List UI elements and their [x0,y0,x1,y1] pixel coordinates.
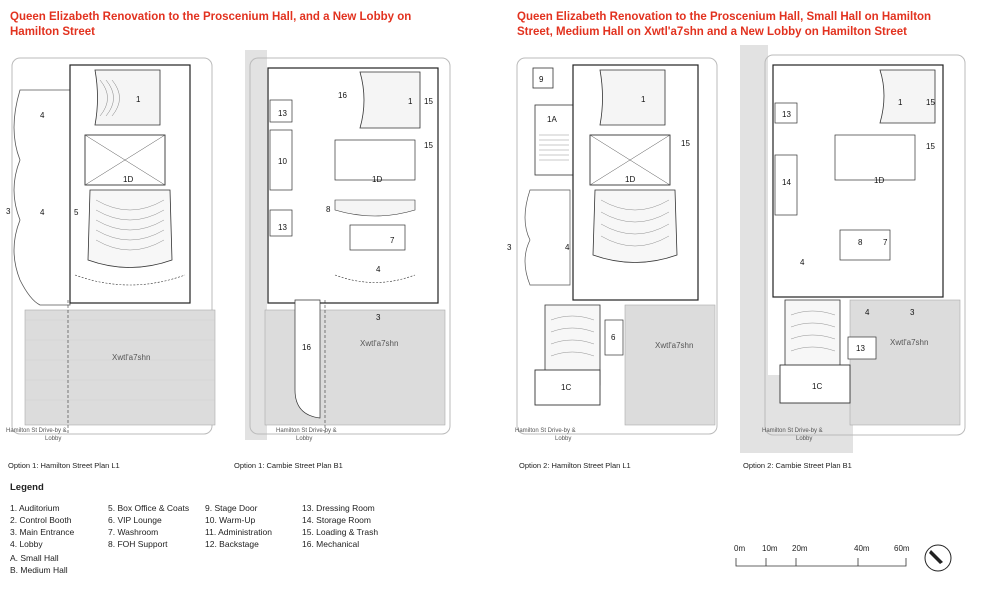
scale-tick-label: 0m [734,544,746,553]
option1-title: Queen Elizabeth Renovation to the Prosce… [10,11,412,38]
scale-bar: 0m 10m 20m 40m 60m [730,544,930,584]
room-label-p2-8: 13 [278,223,287,232]
plan-option2-cambie-b1: 1 15 13 15 14 1D 8 7 4 4 3 13 1C Xwtl'a7… [740,45,966,453]
dropoff-label-b-p4: Lobby [796,436,812,442]
room-label-p4-5: 1D [874,176,884,185]
room-label-p4-10: 3 [910,308,915,317]
legend-item: 8. FOH Support [108,539,168,549]
room-label-p4-2: 13 [782,110,791,119]
plaza-label-p4: Xwtl'a7shn [890,338,928,347]
scale-bar-graphic [735,558,907,567]
legend-item: 16. Mechanical [302,539,360,549]
dropoff-label-a-p1: Hamilton St Drive-by & [6,428,67,434]
scale-tick-label: 60m [894,544,910,553]
room-label-p3-5: 3 [507,243,512,252]
room-label-p4-12: 1C [812,382,822,391]
room-label-p2-2: 15 [424,97,433,106]
room-label-p4-6: 8 [858,238,863,247]
legend-item: 15. Loading & Trash [302,527,379,537]
room-label-p2-7: 8 [326,205,331,214]
room-label-p1-4: 5 [74,208,79,217]
room-label-p2-6: 15 [424,141,433,150]
room-label-p4-1: 15 [926,98,935,107]
plaza-label-p2: Xwtl'a7shn [360,339,398,348]
plan-option1-cambie-b1: 16 1 15 13 10 1D 15 8 13 7 4 3 16 Xwtl'a… [245,50,451,442]
dropoff-label-a-p3: Hamilton St Drive-by & [515,428,576,434]
room-label-p3-6: 4 [565,243,570,252]
legend-item: B. Medium Hall [10,565,68,575]
dropoff-label-b-p2: Lobby [296,436,312,442]
room-label-p1-3: 4 [40,208,45,217]
legend-title: Legend [10,482,44,493]
dropoff-label-b-p1: Lobby [45,436,61,442]
north-arrow-icon [924,544,952,572]
room-label-p3-4: 15 [681,139,690,148]
room-label-p1-5: 3 [6,207,11,216]
room-label-p4-11: 13 [856,344,865,353]
room-label-p2-10: 4 [376,265,381,274]
legend-col-1: 1. Auditorium 2. Control Booth 3. Main E… [10,502,74,576]
room-label-p3-0: 9 [539,75,544,84]
legend-item: 10. Warm-Up [205,515,256,525]
room-label-p3-3: 1D [625,175,635,184]
room-label-p4-8: 4 [800,258,805,267]
room-label-p2-12: 16 [302,343,311,352]
legend-item: 5. Box Office & Coats [108,503,190,513]
room-label-p2-9: 7 [390,236,395,245]
legend-item: 4. Lobby [10,539,43,549]
legend-item: 14. Storage Room [302,515,371,525]
room-label-p1-1: 1 [136,95,141,104]
room-label-p3-7: 6 [611,333,616,342]
room-label-p4-7: 7 [883,238,888,247]
legend-item: 1. Auditorium [10,503,60,513]
room-label-p4-3: 15 [926,142,935,151]
plan-option2-hamilton-l1: 9 1 1A 1D 15 3 4 6 1C Xwtl'a7shn Hamilto… [507,57,718,442]
room-label-p4-0: 1 [898,98,903,107]
legend-item: 7. Washroom [108,527,159,537]
room-label-p2-11: 3 [376,313,381,322]
scale-tick-label: 20m [792,544,808,553]
room-label-p2-4: 10 [278,157,287,166]
legend-item: 11. Administration [205,527,272,537]
plaza-label-p1: Xwtl'a7shn [112,353,150,362]
dropoff-label-a-p2: Hamilton St Drive-by & [276,428,337,434]
scale-tick-label: 40m [854,544,870,553]
dropoff-label-b-p3: Lobby [555,436,571,442]
legend-item: 12. Backstage [205,539,259,549]
caption-p3: Option 2: Hamilton Street Plan L1 [519,461,631,470]
legend-col-4: 13. Dressing Room 14. Storage Room 15. L… [302,502,378,550]
plaza-label-p3: Xwtl'a7shn [655,341,693,350]
legend-item: 13. Dressing Room [302,503,375,513]
legend-item: 2. Control Booth [10,515,72,525]
caption-p4: Option 2: Cambie Street Plan B1 [743,461,852,470]
room-label-p3-2: 1A [547,115,557,124]
room-label-p4-9: 4 [865,308,870,317]
room-label-p2-3: 13 [278,109,287,118]
legend-col-2: 5. Box Office & Coats 6. VIP Lounge 7. W… [108,502,189,550]
room-label-p3-8: 1C [561,383,571,392]
caption-p1: Option 1: Hamilton Street Plan L1 [8,461,120,470]
dropoff-label-a-p4: Hamilton St Drive-by & [762,428,823,434]
room-label-p4-4: 14 [782,178,791,187]
legend-item: 3. Main Entrance [10,527,75,537]
legend-item: 6. VIP Lounge [108,515,162,525]
option2-title: Queen Elizabeth Renovation to the Prosce… [517,11,932,38]
legend-item: A. Small Hall [10,553,59,563]
room-label-p2-1: 1 [408,97,413,106]
room-label-p2-0: 16 [338,91,347,100]
room-label-p1-0: 4 [40,111,45,120]
caption-p2: Option 1: Cambie Street Plan B1 [234,461,343,470]
legend-item: 9. Stage Door [205,503,258,513]
room-label-p2-5: 1D [372,175,382,184]
legend-col-3: 9. Stage Door 10. Warm-Up 11. Administra… [205,502,272,550]
room-label-p1-2: 1D [123,175,133,184]
plan-option1-hamilton-l1: 4 1 1D 4 5 3 Xwtl'a7shn Hamilton St Driv… [6,57,216,442]
room-label-p3-1: 1 [641,95,646,104]
scale-tick-label: 10m [762,544,778,553]
